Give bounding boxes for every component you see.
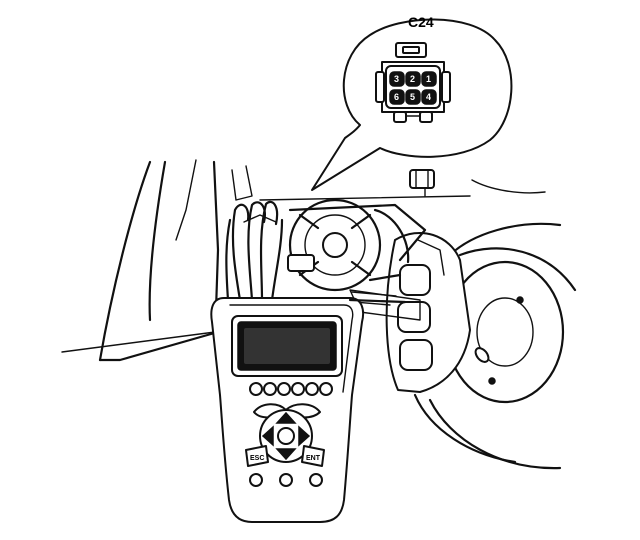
pin-1-socket	[421, 71, 437, 87]
function-key	[277, 382, 291, 396]
soft-key	[249, 473, 263, 487]
pin-2-socket	[405, 71, 421, 87]
scan-tool-function-keys	[249, 382, 333, 396]
function-key	[291, 382, 305, 396]
function-key	[263, 382, 277, 396]
pin-label: 6	[394, 92, 399, 102]
connector-c24-face: 3 2 1 6 5 4	[375, 42, 451, 123]
vehicle-connector-c24	[409, 169, 435, 197]
pin-label: 2	[410, 74, 415, 84]
pin-label: 5	[410, 92, 415, 102]
pin-6-socket	[389, 89, 405, 105]
pin-3-socket	[389, 71, 405, 87]
connector-label: C24	[408, 14, 434, 30]
soft-key	[309, 473, 323, 487]
scan-tool-cable	[225, 200, 284, 302]
left-arrow-icon	[261, 425, 274, 447]
scan-tool-esc-key: ESC	[245, 445, 269, 467]
pin-label: 4	[426, 92, 431, 102]
fender-outline	[61, 159, 253, 362]
scan-tool-dpad	[259, 409, 313, 463]
function-key	[249, 382, 263, 396]
harness-lead	[351, 291, 397, 297]
down-arrow-icon	[275, 448, 297, 461]
right-arrow-icon	[298, 425, 311, 447]
up-arrow-icon	[275, 411, 297, 424]
scan-tool-ent-key: ENT	[301, 445, 325, 467]
scan-tool: ESC ENT	[210, 297, 365, 523]
function-key	[319, 382, 333, 396]
function-key	[305, 382, 319, 396]
soft-key	[279, 473, 293, 487]
svg-text:ENT: ENT	[306, 455, 321, 462]
pin-4-socket	[421, 89, 437, 105]
pin-5-socket	[405, 89, 421, 105]
pin-label: 1	[426, 74, 431, 84]
harness-lead	[348, 298, 407, 304]
brake-caliper	[385, 231, 471, 393]
pin-label: 3	[394, 74, 399, 84]
svg-text:ESC: ESC	[250, 455, 264, 462]
